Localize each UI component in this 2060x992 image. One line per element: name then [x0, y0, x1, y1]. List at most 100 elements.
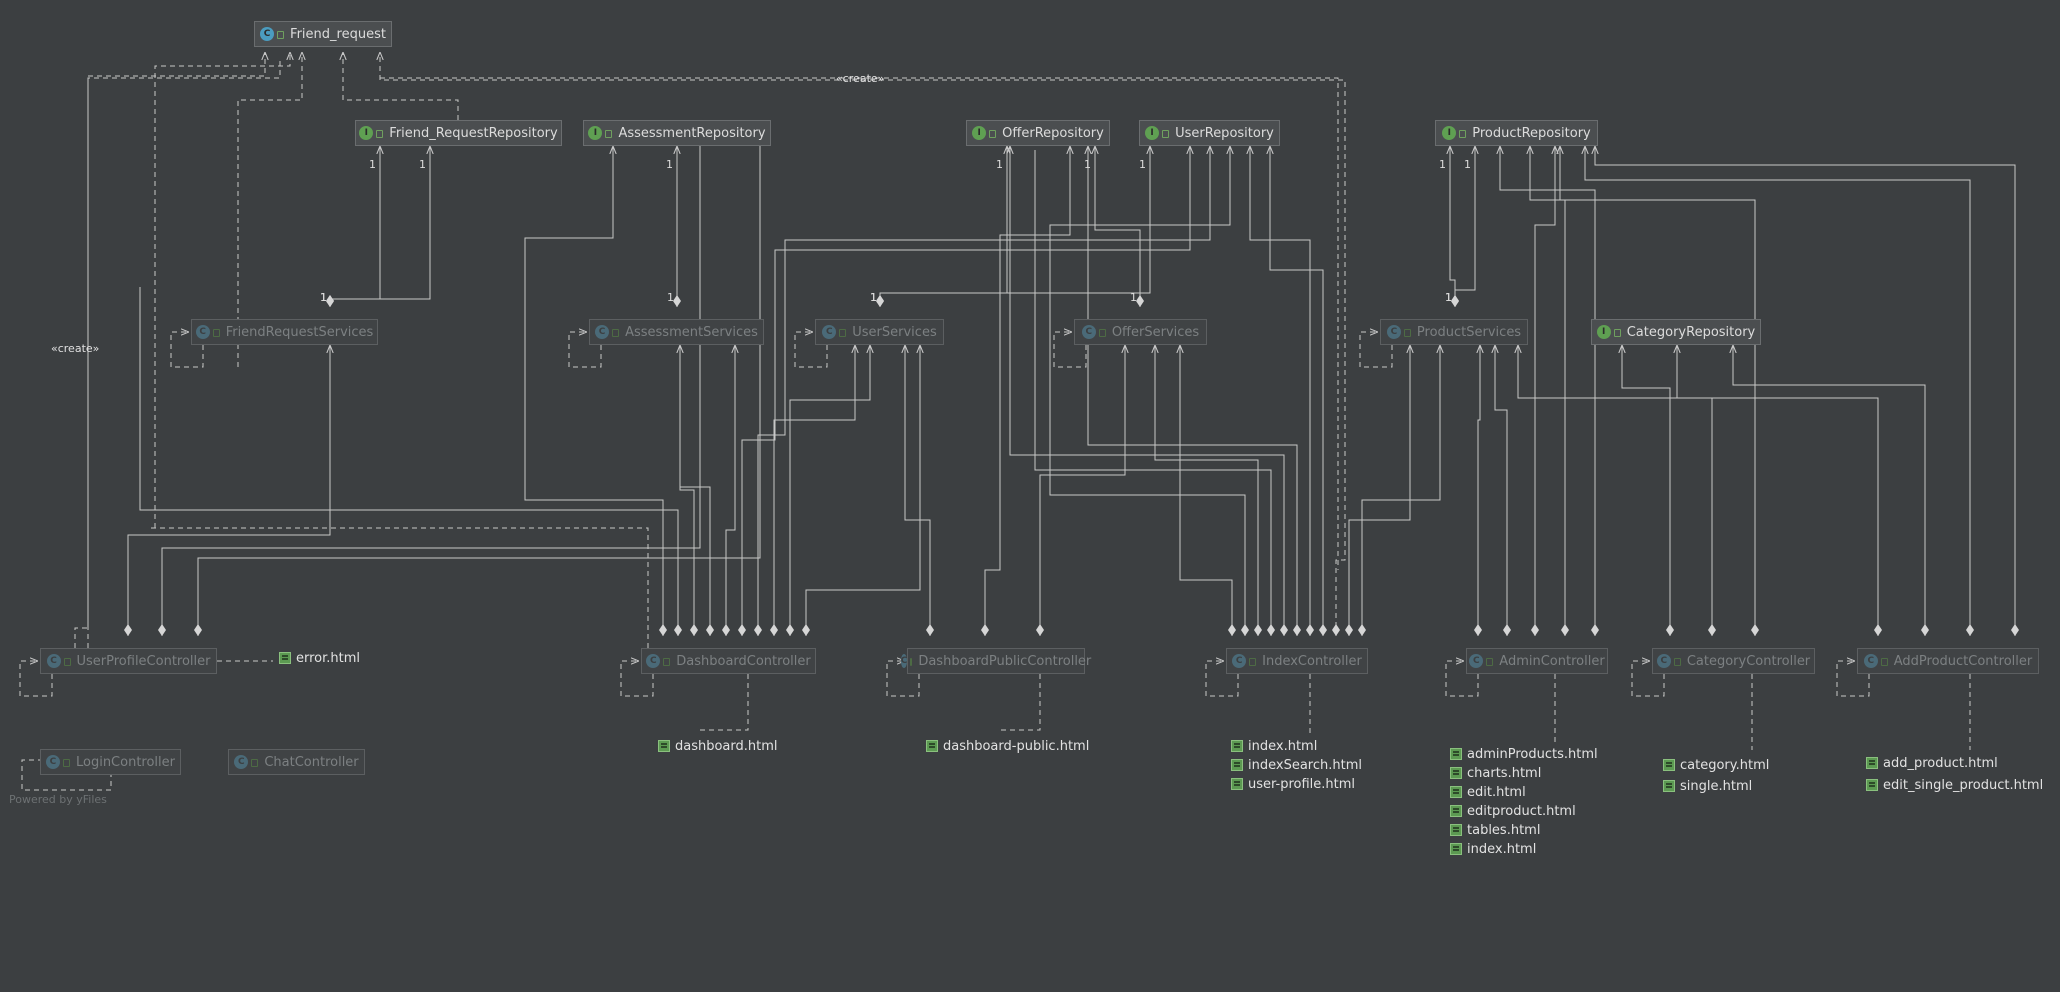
- class-icon: C: [1232, 654, 1247, 668]
- class-icon: C: [1656, 654, 1671, 668]
- aggregation-diamond: [1358, 624, 1366, 636]
- multiplicity-label: 1: [1139, 158, 1146, 171]
- dependency-edge: [1518, 345, 1879, 636]
- index-search-html-file[interactable]: indexSearch.html: [1231, 756, 1362, 774]
- dependency-edge: [1478, 345, 1480, 636]
- class-name: UserRepository: [1175, 125, 1274, 141]
- association-edge: [1095, 146, 1141, 307]
- lock-icon: [605, 130, 613, 138]
- editproduct-html-file[interactable]: editproduct.html: [1450, 802, 1576, 820]
- tables-html-file[interactable]: tables.html: [1450, 821, 1540, 839]
- aggregation-diamond: [1293, 624, 1301, 636]
- dependency-edge: [74, 52, 265, 648]
- dependency-edge: [741, 146, 1190, 636]
- single-html-file[interactable]: single.html: [1663, 777, 1752, 795]
- aggregation-diamond: [770, 624, 778, 636]
- dependency-edge: [1049, 146, 1246, 636]
- dependency-edge: [805, 345, 920, 636]
- lock-icon: [376, 130, 384, 138]
- aggregation-diamond: [1666, 624, 1674, 636]
- dashboard-html-file[interactable]: dashboard.html: [658, 737, 778, 755]
- yfiles-watermark: Powered by yFiles: [9, 793, 107, 806]
- edit-single-product-html-file[interactable]: edit_single_product.html: [1866, 776, 2043, 794]
- category-html-file[interactable]: category.html: [1663, 756, 1769, 774]
- dependency-edge: [87, 60, 281, 648]
- lock-icon: [62, 759, 70, 767]
- self-dependency-loop: [620, 661, 654, 697]
- add-product-html-file[interactable]: add_product.html: [1866, 754, 1998, 772]
- multiplicity-label: 1: [1445, 291, 1452, 304]
- dependency-edge: [773, 345, 855, 636]
- lock-icon: [251, 759, 259, 767]
- class-icon: C: [646, 654, 661, 668]
- index-html-file[interactable]: index.html: [1231, 737, 1317, 755]
- class-icon: C: [234, 755, 249, 769]
- user-profile-html-file[interactable]: user-profile.html: [1231, 775, 1355, 793]
- aggregation-diamond: [2011, 624, 2019, 636]
- error-html-file[interactable]: error.html: [279, 649, 360, 667]
- lock-icon: [212, 329, 220, 337]
- self-dependency-loop: [1836, 661, 1870, 697]
- dependency-edge: [139, 287, 679, 636]
- aggregation-diamond: [926, 624, 934, 636]
- admin-index-html-file[interactable]: index.html: [1450, 840, 1536, 858]
- dependency-edge: [1250, 146, 1311, 636]
- html-file-icon: [279, 652, 291, 664]
- aggregation-diamond: [722, 624, 730, 636]
- dashboard-public-html-file[interactable]: dashboard-public.html: [926, 737, 1089, 755]
- dependency-edge: [1088, 146, 1298, 636]
- class-name: AddProductController: [1893, 653, 2033, 669]
- lock-icon: [1403, 329, 1411, 337]
- charts-html-file[interactable]: charts.html: [1450, 764, 1541, 782]
- self-dependency-loop: [794, 332, 828, 368]
- class-name: UserProfileController: [76, 653, 211, 669]
- lock-icon: [839, 329, 847, 337]
- class-icon: C: [1386, 325, 1401, 339]
- lock-icon: [1673, 658, 1681, 666]
- view-dependency: [1000, 674, 1041, 731]
- admin-products-html-file[interactable]: adminProducts.html: [1450, 745, 1598, 763]
- view-dependency: [700, 674, 749, 731]
- edit-html-file[interactable]: edit.html: [1450, 783, 1526, 801]
- html-file-icon: [926, 740, 938, 752]
- multiplicity-label: 1: [1445, 291, 1452, 304]
- multiplicity-label: 1: [1464, 158, 1471, 171]
- class-icon: C: [1081, 325, 1096, 339]
- dependency-edge: [1585, 146, 1971, 636]
- html-file-icon: [1866, 757, 1878, 769]
- multiplicity-label: 1: [320, 291, 327, 304]
- aggregation-diamond: [1306, 624, 1314, 636]
- multiplicity-label: 1: [369, 158, 376, 171]
- aggregation-diamond: [1267, 624, 1275, 636]
- html-file-icon: [1231, 740, 1243, 752]
- dependency-edge: [1034, 150, 1272, 636]
- dependency-edge: [127, 345, 330, 636]
- class-name: OfferRepository: [1002, 125, 1104, 141]
- class-name: LoginController: [75, 754, 176, 770]
- html-file-icon: [1663, 780, 1675, 792]
- aggregation-diamond: [1921, 624, 1929, 636]
